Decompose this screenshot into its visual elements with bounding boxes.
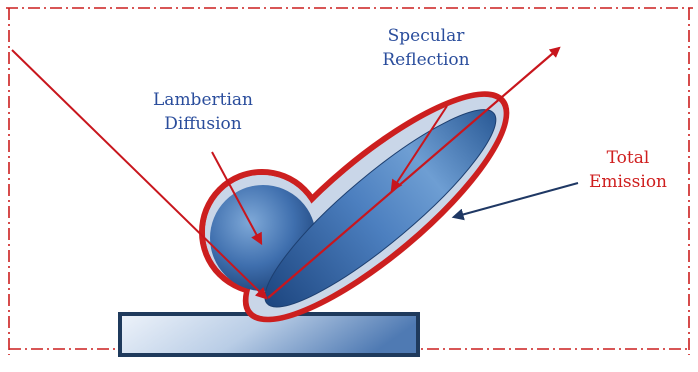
specular-reflection-label: Specular Reflection <box>366 24 486 72</box>
total-label-line1: Total <box>606 148 650 168</box>
lambertian-label-line1: Lambertian <box>153 90 253 110</box>
total-emission-label: Total Emission <box>568 146 688 194</box>
total-emission-pointer-arrow <box>451 182 579 221</box>
lambertian-pointer-arrow <box>211 151 263 246</box>
reflected-ray-arrow <box>267 46 561 299</box>
lambertian-diffusion-label: Lambertian Diffusion <box>140 88 266 136</box>
lambertian-label-line2: Diffusion <box>164 114 242 134</box>
specular-lobe <box>264 109 497 308</box>
incident-ray-arrow <box>11 49 268 300</box>
specular-label-line2: Reflection <box>382 50 470 70</box>
specular-pointer-arrow <box>390 105 448 193</box>
specular-label-line1: Specular <box>387 26 465 46</box>
total-label-line2: Emission <box>588 172 668 192</box>
